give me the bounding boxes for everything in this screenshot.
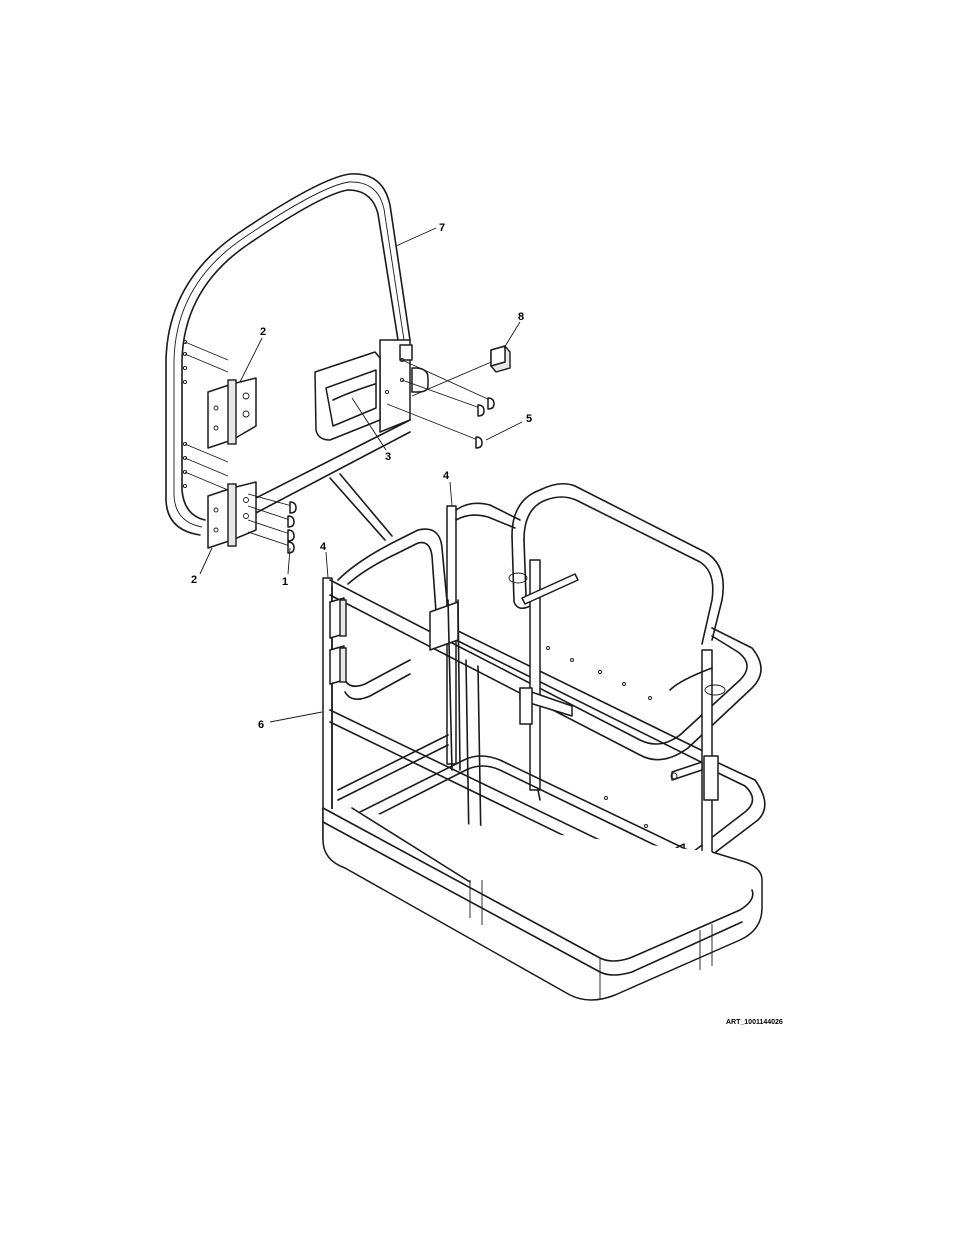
gate-frame xyxy=(166,174,428,540)
callout-leaders xyxy=(200,228,522,722)
callout-3: 3 xyxy=(385,451,391,463)
callout-7: 7 xyxy=(439,222,445,234)
platform-cage xyxy=(323,484,765,1000)
callout-5: 5 xyxy=(526,413,532,425)
callout-1: 1 xyxy=(282,576,288,588)
lower-hinge xyxy=(208,482,256,548)
art-reference: ART_1001144026 xyxy=(726,1019,783,1026)
callout-2-upper: 2 xyxy=(260,326,266,338)
upper-hinge xyxy=(208,378,256,448)
callout-6: 6 xyxy=(258,719,264,731)
callout-4-front: 4 xyxy=(320,541,327,553)
callout-8: 8 xyxy=(518,311,524,323)
callout-4-rear: 4 xyxy=(443,470,450,482)
callout-2-lower: 2 xyxy=(191,574,197,586)
